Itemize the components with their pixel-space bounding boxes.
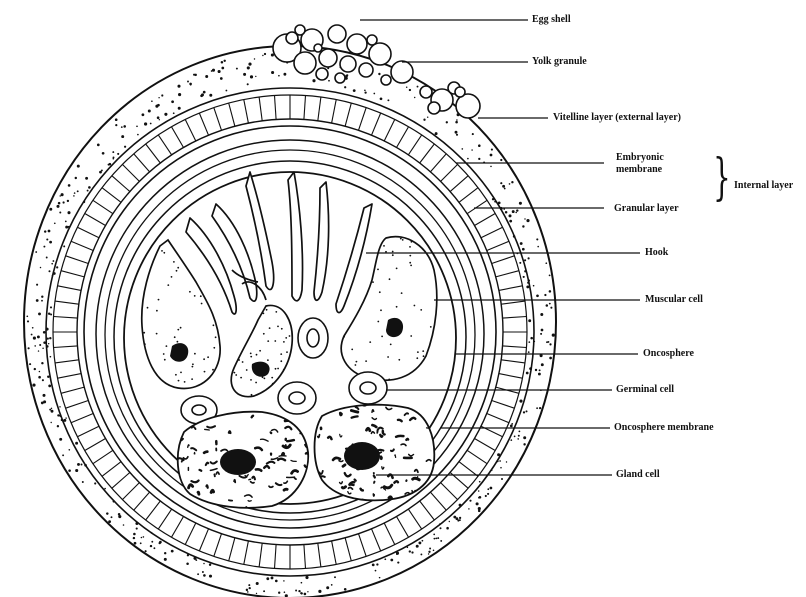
label-muscular-cell: Muscular cell (645, 294, 703, 306)
nucleus (170, 343, 188, 362)
label-gland-cell: Gland cell (616, 469, 660, 481)
label-granular-layer: Granular layer (614, 203, 679, 215)
label-vitelline-layer: Vitelline layer (external layer) (553, 112, 681, 124)
label-oncosphere: Oncosphere (643, 348, 694, 360)
label-egg-shell: Egg shell (532, 14, 571, 26)
internal-layer-brace: } (713, 152, 730, 202)
label-internal-layer: Internal layer (734, 180, 793, 192)
label-oncosphere-membrane: Oncosphere membrane (614, 422, 714, 434)
label-hook: Hook (645, 247, 668, 259)
label-yolk-granule: Yolk granule (532, 56, 587, 68)
nucleus (344, 442, 380, 470)
label-germinal-cell: Germinal cell (616, 384, 674, 396)
label-embryonic-membrane: Embryonic membrane (616, 152, 686, 176)
nucleus (220, 449, 256, 475)
